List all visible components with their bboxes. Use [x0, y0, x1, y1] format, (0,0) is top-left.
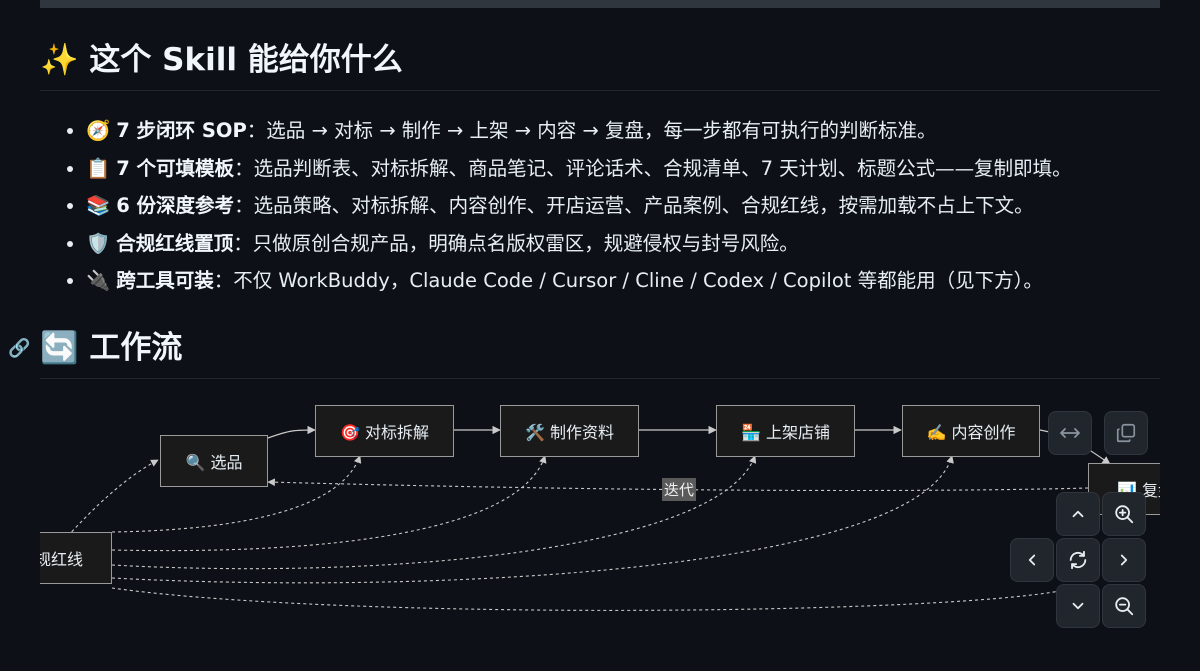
- reset-icon: [1069, 550, 1087, 570]
- feature-title: 跨工具可装: [116, 269, 214, 292]
- edge-compliance-content: [111, 455, 954, 584]
- zoom-in-icon: [1115, 505, 1134, 524]
- plug-icon: 🔌: [86, 269, 111, 292]
- shield-icon: 🛡️: [86, 231, 111, 255]
- feature-item: 📚 6 份深度参考：选品策略、对标拆解、内容创作、开店运营、产品案例、合规红线，…: [86, 187, 1186, 225]
- feature-title: 7 步闭环 SOP: [116, 119, 247, 142]
- feature-item: 🔌 跨工具可装：不仅 WorkBuddy，Claude Code / Curso…: [86, 262, 1186, 300]
- compass-icon: 🧭: [86, 119, 111, 142]
- feature-item: 🛡️ 合规红线置顶：只做原创合规产品，明确点名版权雷区，规避侵权与封号风险。: [86, 225, 1186, 263]
- feature-item: 📋 7 个可填模板：选品判断表、对标拆解、商品笔记、评论话术、合规清单、7 天计…: [86, 150, 1186, 188]
- edge-compliance-review: [111, 587, 1066, 611]
- expand-button[interactable]: [1048, 411, 1092, 455]
- pan-right-icon: [1120, 554, 1128, 566]
- node-benchmark: 🎯 对标拆解: [315, 405, 454, 457]
- expand-icon: [1060, 428, 1080, 438]
- pan-up-button[interactable]: [1056, 492, 1100, 536]
- pan-down-icon: [1072, 602, 1084, 610]
- edge-compliance-make: [111, 455, 547, 552]
- node-compliance: 规红线: [40, 532, 112, 584]
- feature-text: ：选品 → 对标 → 制作 → 上架 → 内容 → 复盘，每一步都有可执行的判断…: [246, 119, 937, 142]
- node-content: ✍️ 内容创作: [902, 405, 1040, 457]
- feature-item: 🧭 7 步闭环 SOP：选品 → 对标 → 制作 → 上架 → 内容 → 复盘，…: [86, 112, 1186, 150]
- feature-title: 6 份深度参考: [116, 194, 235, 217]
- feature-text: ：不仅 WorkBuddy，Claude Code / Cursor / Cli…: [213, 269, 1043, 292]
- pan-right-button[interactable]: [1102, 538, 1146, 582]
- pan-up-icon: [1072, 510, 1084, 518]
- feature-text: ：选品策略、对标拆解、内容创作、开店运营、产品案例、合规红线，按需加载不占上下文…: [234, 194, 1034, 217]
- edge-label-iterate: 迭代: [662, 478, 697, 501]
- feature-title: 7 个可填模板: [116, 156, 235, 180]
- edge-compliance-listing: [111, 455, 757, 570]
- feature-title: 合规红线置顶: [116, 231, 234, 255]
- edge-compliance-benchmark: [111, 455, 362, 533]
- zoom-out-icon: [1115, 597, 1134, 616]
- zoom-in-button[interactable]: [1102, 492, 1146, 536]
- pan-left-icon: [1028, 554, 1036, 566]
- section-title-workflow: 🔄 工作流: [40, 328, 1160, 379]
- workflow-diagram[interactable]: 🔍 选品 🎯 对标拆解 🛠️ 制作资料 🏪 上架店铺 ✍️ 内容创作 📊 复盘 …: [40, 380, 1160, 671]
- node-select: 🔍 选品: [160, 435, 268, 487]
- books-icon: 📚: [86, 194, 111, 217]
- edge-compliance-select: [40, 459, 159, 569]
- clipboard-icon: 📋: [86, 156, 111, 180]
- link-anchor-icon[interactable]: 🔗: [8, 338, 31, 359]
- node-listing: 🏪 上架店铺: [716, 405, 855, 457]
- pan-down-button[interactable]: [1056, 584, 1100, 628]
- reset-button[interactable]: [1056, 538, 1100, 582]
- zoom-out-button[interactable]: [1102, 584, 1146, 628]
- pan-left-button[interactable]: [1010, 538, 1054, 582]
- top-divider: [40, 0, 1160, 8]
- edge-review-select-iterate: [267, 478, 1089, 492]
- copy-icon: [1116, 423, 1136, 443]
- node-make: 🛠️ 制作资料: [500, 405, 639, 457]
- section-title-features: ✨ 这个 Skill 能给你什么: [40, 40, 1160, 91]
- feature-text: ：选品判断表、对标拆解、商品笔记、评论话术、合规清单、7 天计划、标题公式——复…: [234, 156, 1072, 180]
- edge-select-benchmark: [267, 425, 316, 439]
- feature-text: ：只做原创合规产品，明确点名版权雷区，规避侵权与封号风险。: [233, 231, 799, 255]
- copy-button[interactable]: [1104, 411, 1148, 455]
- feature-list: 🧭 7 步闭环 SOP：选品 → 对标 → 制作 → 上架 → 内容 → 复盘，…: [64, 112, 1186, 300]
